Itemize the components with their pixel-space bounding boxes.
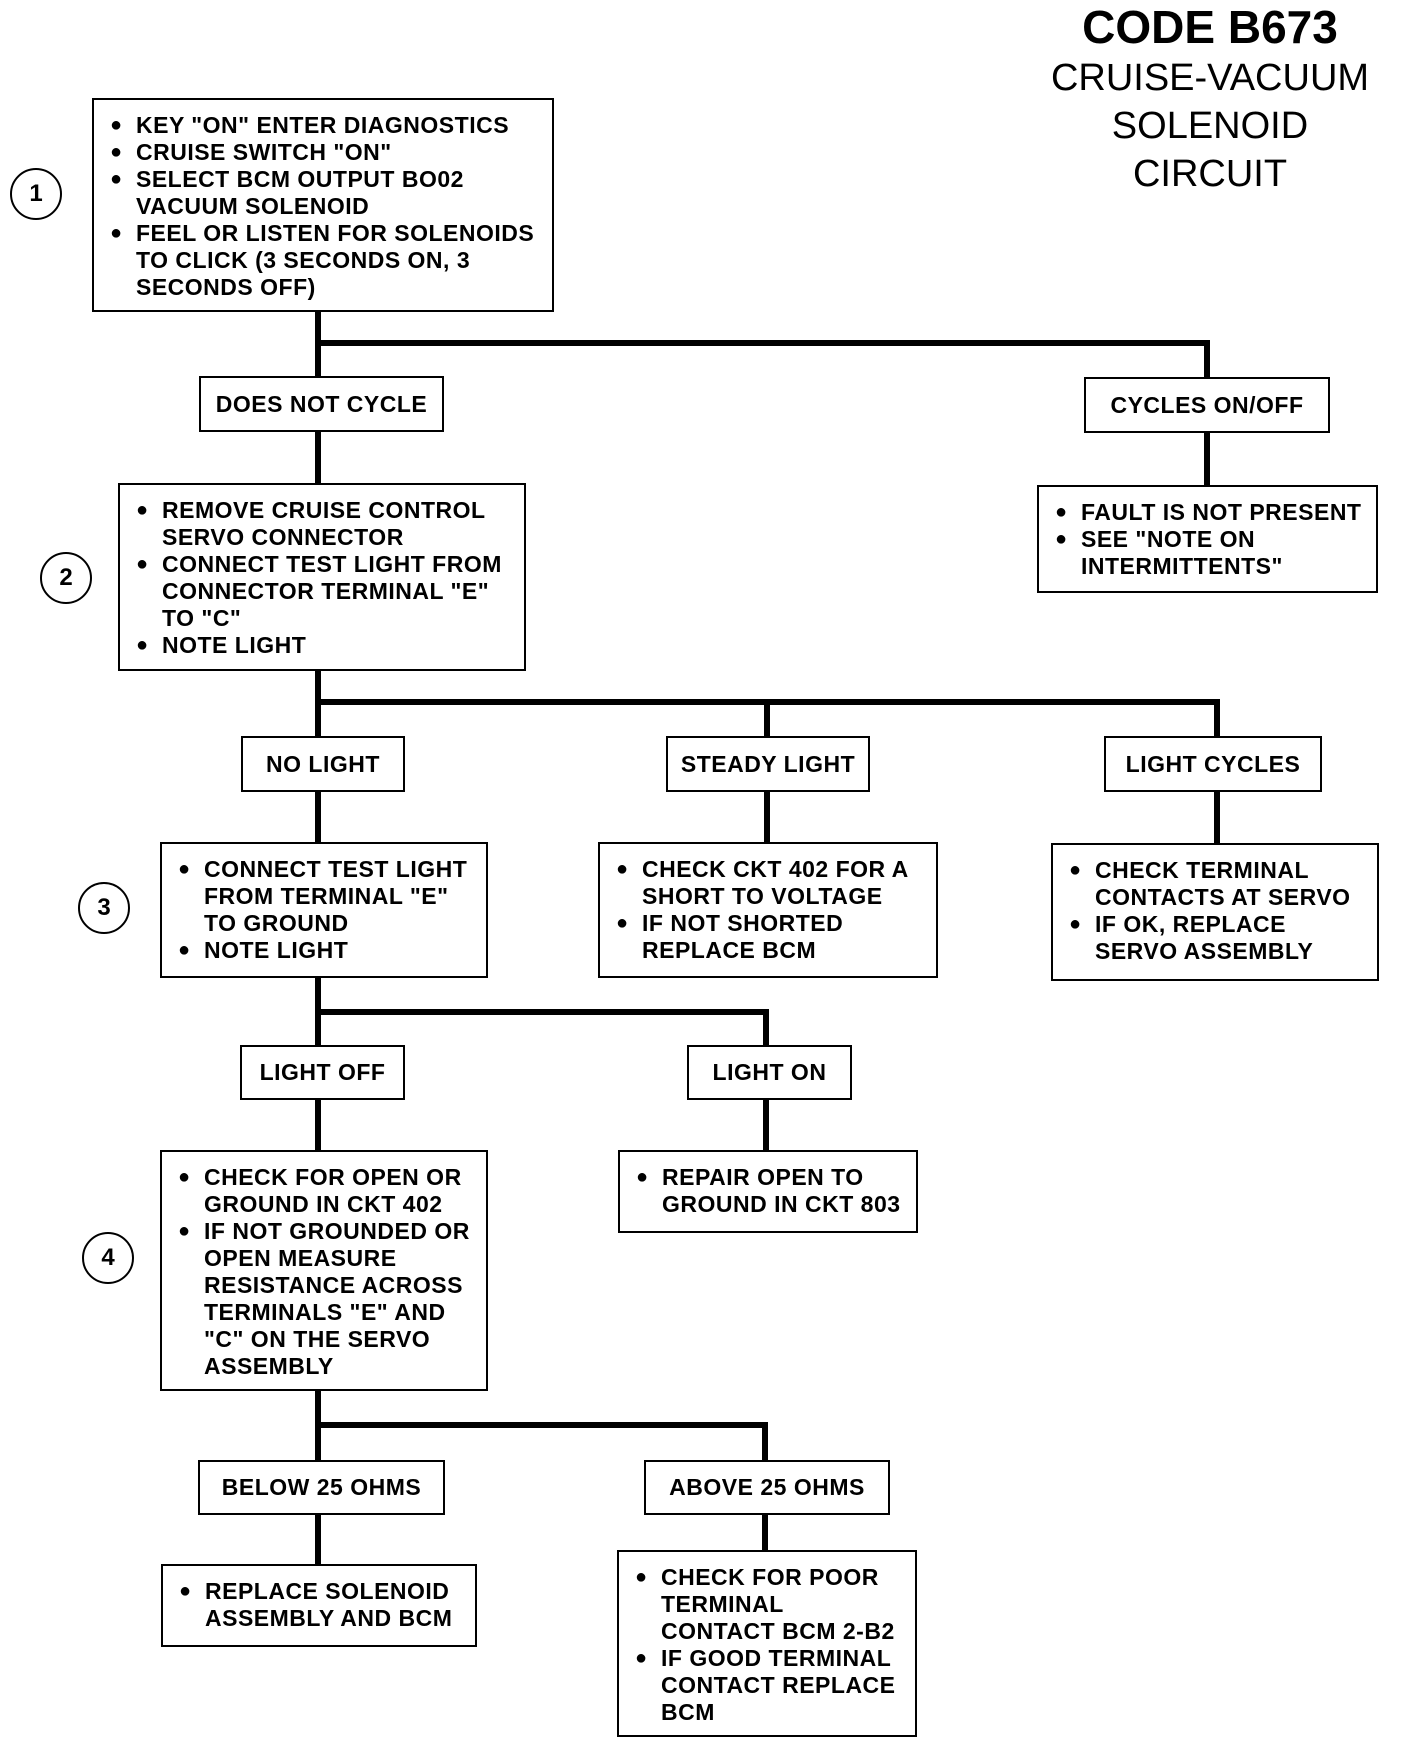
step-number-2: 2 [40,552,92,604]
step-1-item: SELECT BCM OUTPUT BO02 VACUUM SOLENOID [108,166,538,220]
step-4-box: CHECK FOR OPEN OR GROUND IN CKT 402 IF N… [160,1150,488,1391]
step-2-item: REMOVE CRUISE CONTROL SERVO CONNECTOR [134,497,510,551]
step-1-item: KEY "ON" ENTER DIAGNOSTICS [108,112,538,139]
step-2-item: CONNECT TEST LIGHT FROM CONNECTOR TERMIN… [134,551,510,632]
diagram-title: CODE B673 CRUISE-VACUUM SOLENOID CIRCUIT [1030,0,1390,198]
step-1-item: CRUISE SWITCH "ON" [108,139,538,166]
result-steady-light: CHECK CKT 402 FOR A SHORT TO VOLTAGE IF … [598,842,938,978]
result-item: IF NOT SHORTED REPLACE BCM [614,910,922,964]
label-cycles-on-off: CYCLES ON/OFF [1084,377,1330,433]
label-does-not-cycle: DOES NOT CYCLE [199,376,444,432]
step-number-4: 4 [82,1232,134,1284]
result-item: SEE "NOTE ON INTERMITTENTS" [1053,526,1362,580]
label-light-on: LIGHT ON [687,1045,852,1100]
step-2-box: REMOVE CRUISE CONTROL SERVO CONNECTOR CO… [118,483,526,671]
result-item: CHECK TERMINAL CONTACTS AT SERVO [1067,857,1363,911]
title-line-2: SOLENOID CIRCUIT [1111,105,1309,195]
code-number: CODE B673 [1082,1,1338,53]
label-light-cycles: LIGHT CYCLES [1104,736,1322,792]
step-number-1: 1 [10,168,62,220]
label-above-25-ohms: ABOVE 25 OHMS [644,1460,890,1515]
label-no-light: NO LIGHT [241,736,405,792]
result-below-25-ohms: REPLACE SOLENOID ASSEMBLY AND BCM [161,1564,477,1647]
result-above-25-ohms: CHECK FOR POOR TERMINAL CONTACT BCM 2-B2… [617,1550,917,1737]
title-line-1: CRUISE-VACUUM [1050,57,1370,99]
step-4-item: IF NOT GROUNDED OR OPEN MEASURE RESISTAN… [176,1218,472,1380]
result-item: REPAIR OPEN TO GROUND IN CKT 803 [634,1164,902,1218]
step-1-item: FEEL OR LISTEN FOR SOLENOIDS TO CLICK (3… [108,220,538,301]
step-2-item: NOTE LIGHT [134,632,510,659]
step-number-3: 3 [78,882,130,934]
step-3-item: NOTE LIGHT [176,937,472,964]
result-light-on: REPAIR OPEN TO GROUND IN CKT 803 [618,1150,918,1233]
result-fault-not-present: FAULT IS NOT PRESENT SEE "NOTE ON INTERM… [1037,485,1378,593]
step-3-item: CONNECT TEST LIGHT FROM TERMINAL "E" TO … [176,856,472,937]
result-item: CHECK FOR POOR TERMINAL CONTACT BCM 2-B2 [633,1564,901,1645]
step-4-item: CHECK FOR OPEN OR GROUND IN CKT 402 [176,1164,472,1218]
result-item: REPLACE SOLENOID ASSEMBLY AND BCM [177,1578,461,1632]
label-below-25-ohms: BELOW 25 OHMS [198,1460,445,1515]
result-item: FAULT IS NOT PRESENT [1053,499,1362,526]
result-light-cycles: CHECK TERMINAL CONTACTS AT SERVO IF OK, … [1051,843,1379,981]
step-3-box: CONNECT TEST LIGHT FROM TERMINAL "E" TO … [160,842,488,978]
label-light-off: LIGHT OFF [240,1045,405,1100]
result-item: IF OK, REPLACE SERVO ASSEMBLY [1067,911,1363,965]
step-1-box: KEY "ON" ENTER DIAGNOSTICS CRUISE SWITCH… [92,98,554,312]
label-steady-light: STEADY LIGHT [666,736,870,792]
result-item: IF GOOD TERMINAL CONTACT REPLACE BCM [633,1645,901,1726]
result-item: CHECK CKT 402 FOR A SHORT TO VOLTAGE [614,856,922,910]
